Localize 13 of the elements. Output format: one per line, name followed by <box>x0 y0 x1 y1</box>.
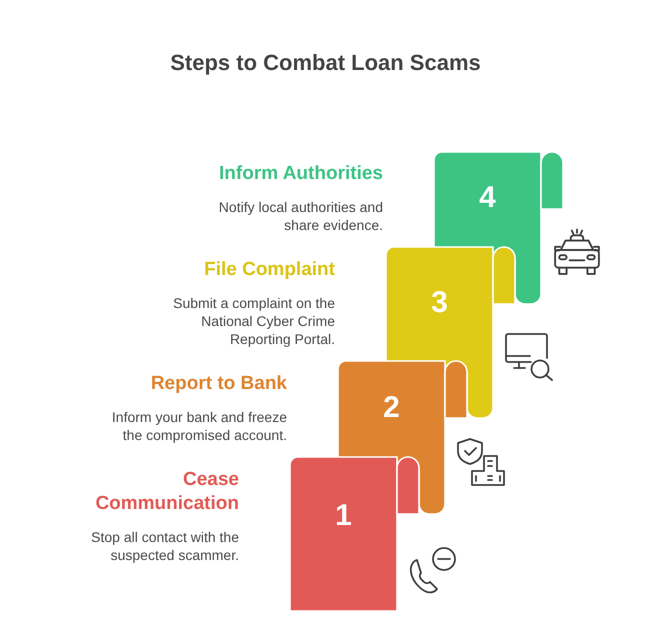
step-description: Inform your bank and freeze the compromised account. <box>110 408 287 444</box>
step-heading: File Complaint <box>204 258 335 282</box>
step-heading: Report to Bank <box>150 372 287 396</box>
step-number: 4 <box>478 181 497 215</box>
step-number: 1 <box>334 499 353 533</box>
step-description: Notify local authorities and share evidence. <box>218 198 383 234</box>
step-number: 2 <box>382 391 401 425</box>
step-heading: Inform Authorities <box>219 162 383 186</box>
step-description: Stop all contact with the suspected scammer. <box>90 528 239 564</box>
step-description: Submit a complaint on the National Cyber Crime Reporting Portal. <box>172 294 335 348</box>
step-heading: Cease Communication <box>94 468 239 516</box>
title: Steps to Combat Loan Scams <box>170 49 481 77</box>
step-number: 3 <box>430 286 449 320</box>
